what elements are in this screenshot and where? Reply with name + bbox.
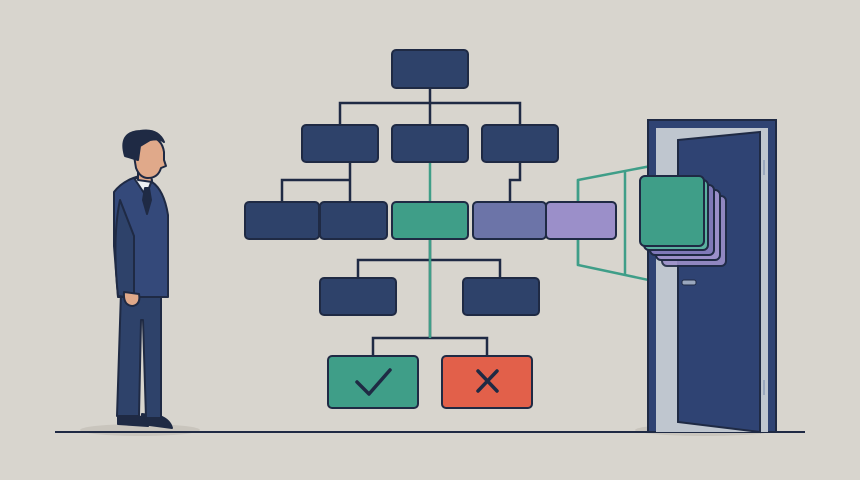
level3-node-right <box>462 277 540 316</box>
card-stack <box>639 175 727 267</box>
hand <box>122 291 141 307</box>
root-node <box>391 49 469 89</box>
level2-node-selected <box>391 201 469 240</box>
door-handle <box>681 279 697 286</box>
level1-node-left <box>301 124 379 163</box>
legs <box>116 291 162 419</box>
level2-node-1 <box>244 201 320 240</box>
checkmark-icon <box>355 368 392 396</box>
level1-node-center <box>391 124 469 163</box>
x-mark-icon <box>476 369 499 393</box>
door <box>647 119 777 434</box>
level3-node-left <box>319 277 397 316</box>
level2-node-4 <box>472 201 547 240</box>
outcome-approve <box>327 355 419 409</box>
tree-nodes <box>244 49 617 316</box>
businessman <box>113 129 173 429</box>
hair <box>122 129 165 161</box>
level1-node-right <box>481 124 559 163</box>
level2-node-5 <box>545 201 617 240</box>
outcome-reject <box>441 355 533 409</box>
tie <box>142 187 152 215</box>
card-front <box>639 175 705 247</box>
level2-node-2 <box>319 201 388 240</box>
